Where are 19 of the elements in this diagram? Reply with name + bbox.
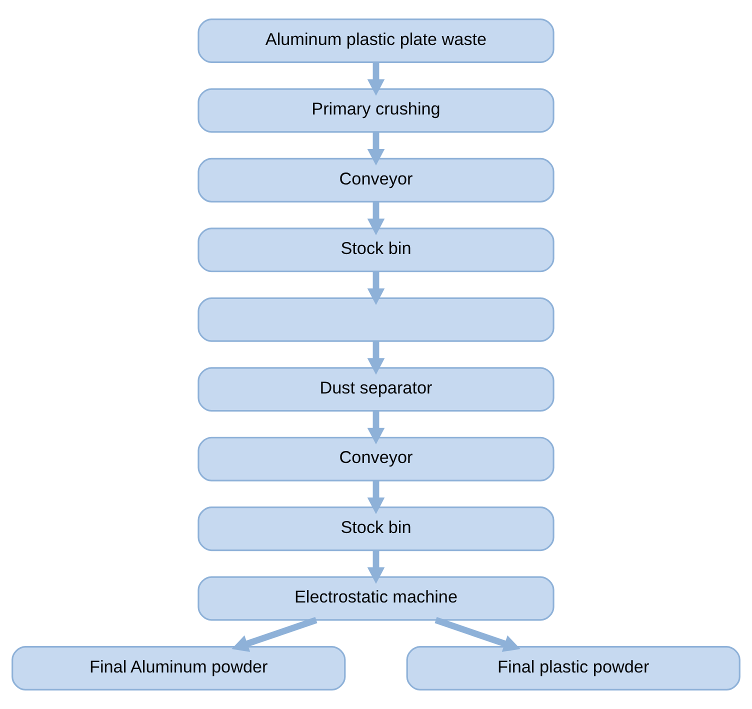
node-box: Stock bin: [198, 506, 554, 552]
arrow: [367, 550, 385, 584]
node-box: Final plastic powder: [406, 646, 740, 691]
arrow: [367, 411, 385, 444]
arrow: [367, 62, 385, 96]
node-box: Dust separator: [198, 367, 554, 412]
node-box: Primary crushing: [198, 88, 554, 133]
arrow: [367, 132, 385, 166]
node-box: Stock bin: [198, 228, 554, 272]
arrow: [367, 480, 385, 514]
node-box: Final Aluminum powder: [12, 646, 346, 691]
node-box: Aluminum plastic plate waste: [198, 18, 554, 63]
node-box: Conveyor: [198, 436, 554, 482]
arrow: [367, 202, 385, 236]
arrow: [367, 341, 385, 375]
arrow: [367, 272, 385, 305]
node-box: [198, 297, 554, 342]
node-box: Electrostatic machine: [198, 576, 554, 621]
node-box: Conveyor: [198, 158, 554, 202]
